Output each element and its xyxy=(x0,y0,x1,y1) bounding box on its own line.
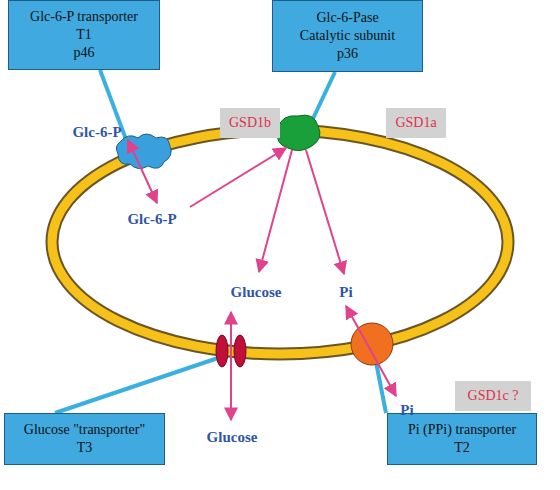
box-text: T1 xyxy=(76,26,92,44)
membrane-outline xyxy=(52,130,508,354)
leader-line xyxy=(55,358,218,413)
box-text: GSD1c ? xyxy=(468,387,519,405)
box-text: Glucose "transporter" xyxy=(24,421,145,439)
box-text: p36 xyxy=(337,45,358,63)
protein-box: Glc-6-PaseCatalytic subunitp36 xyxy=(272,0,423,72)
box-text: GSD1a xyxy=(395,114,436,132)
protein-box: Pi (PPi) transporterT2 xyxy=(387,413,537,465)
glucose-channel-symbol xyxy=(234,335,246,367)
box-text: GSD1b xyxy=(229,114,271,132)
substrate-label: Pi xyxy=(400,402,413,419)
flux-arrow xyxy=(259,150,292,272)
g6p-transporter-symbol xyxy=(116,134,171,169)
box-text: Glc-6-Pase xyxy=(316,9,378,27)
box-text: T2 xyxy=(454,439,470,457)
disease-box: GSD1c ? xyxy=(455,381,531,411)
protein-box: Glucose "transporter"T3 xyxy=(4,413,165,465)
flux-arrow xyxy=(306,150,344,274)
substrate-label: Glucose xyxy=(231,284,282,301)
substrate-label: Glc-6-P xyxy=(127,211,176,228)
substrate-label: Glc-6-P xyxy=(72,124,121,141)
box-text: Glc-6-P transporter xyxy=(30,8,138,26)
enzyme-symbol xyxy=(277,115,320,150)
box-text: T3 xyxy=(77,439,93,457)
glucose-channel-symbol xyxy=(216,335,228,367)
pi-transporter-symbol xyxy=(351,323,393,365)
box-text: Catalytic subunit xyxy=(300,27,395,45)
flux-arrow xyxy=(190,148,286,207)
membrane-band xyxy=(52,130,508,354)
box-text: p46 xyxy=(74,44,95,62)
protein-box: Glc-6-P transporterT1p46 xyxy=(8,0,160,70)
substrate-label: Glucose xyxy=(207,429,258,446)
flux-arrow xyxy=(346,306,396,396)
flux-arrow xyxy=(230,312,232,420)
box-text: Pi (PPi) transporter xyxy=(408,421,516,439)
leader-line xyxy=(310,72,335,125)
substrate-label: Pi xyxy=(339,284,352,301)
disease-box: GSD1a xyxy=(386,108,446,138)
flux-arrow xyxy=(128,140,157,203)
disease-box: GSD1b xyxy=(220,108,280,138)
